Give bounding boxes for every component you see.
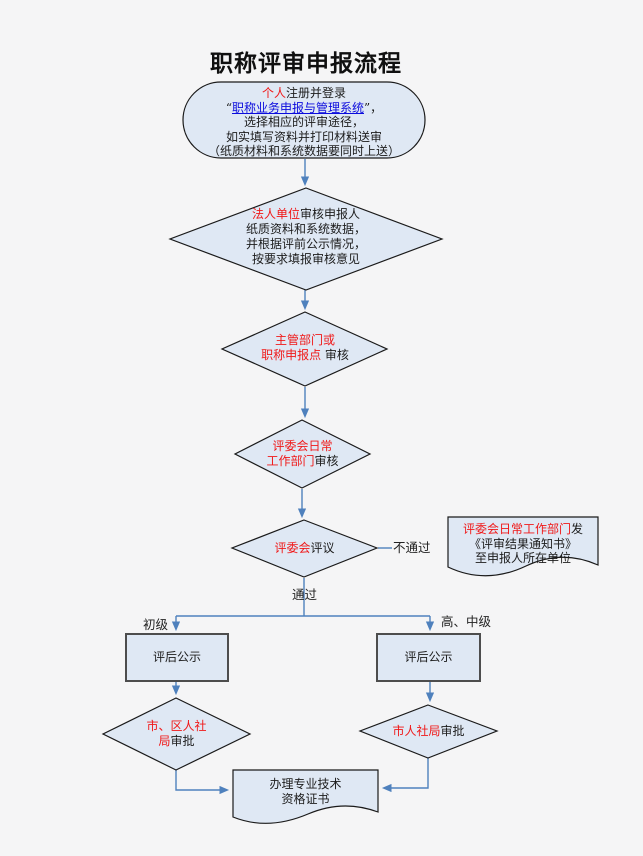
committee-actor: 评委会 xyxy=(274,541,311,555)
unit-actor: 法人单位 xyxy=(251,207,300,221)
notice-document-text: 评委会日常工作部门发 《评审结果通知书》 至申报人所在单位 xyxy=(448,522,598,566)
city-approval-text: 市人社局审批 xyxy=(360,724,497,739)
pass-label: 通过 xyxy=(292,587,318,602)
edge-city-to-cert xyxy=(381,758,429,793)
start-line-5: （纸质材料和系统数据要同时上送） xyxy=(207,144,400,158)
publicity-junior-rect xyxy=(125,633,229,682)
start-node-text: 个人注册并登录 “职称业务申报与管理系统”， 选择相应的评审途径， 如实填写资料… xyxy=(183,86,425,159)
unit-line-2: 纸质资料和系统数据， xyxy=(245,222,366,236)
junior-label: 初级 xyxy=(143,617,169,632)
committee-review-text: 评委会评议 xyxy=(232,541,377,556)
unit-line-1-rest: 审核申报人 xyxy=(300,207,361,221)
close-quote: ”， xyxy=(364,100,383,115)
committee-action: 评议 xyxy=(310,541,335,555)
city-approval-diamond xyxy=(358,704,499,759)
start-line-3: 选择相应的评审途径， xyxy=(243,115,364,129)
unit-review-diamond xyxy=(168,187,444,291)
district-line-1: 市、区人社 xyxy=(146,719,207,733)
notice-line-3: 至申报人所在单位 xyxy=(474,551,571,565)
office-action: 审核 xyxy=(314,454,339,468)
certificate-document-text: 办理专业技术 资格证书 xyxy=(233,777,378,807)
dept-action: 审核 xyxy=(321,348,349,362)
district-action: 审批 xyxy=(170,734,195,748)
district-approval-text: 市、区人社 局审批 xyxy=(103,719,250,749)
certificate-line-2: 资格证书 xyxy=(281,792,330,806)
notice-actor: 评委会日常工作部门 xyxy=(462,522,571,536)
city-actor: 市人社局 xyxy=(392,724,441,738)
committee-office-diamond xyxy=(233,419,372,489)
start-actor: 个人 xyxy=(261,86,286,100)
certificate-line-1: 办理专业技术 xyxy=(269,777,342,791)
notice-line-1: 评委会日常工作部门发 xyxy=(448,522,598,537)
publicity-senior-rect xyxy=(376,633,481,682)
fail-label: 不通过 xyxy=(393,540,431,555)
dept-line-1: 主管部门或 xyxy=(274,333,335,347)
dept-actor: 职称申报点 xyxy=(261,348,322,362)
notice-document-shape xyxy=(447,516,599,577)
dept-review-diamond xyxy=(220,311,389,387)
unit-line-3: 并根据评前公示情况， xyxy=(245,237,366,251)
notice-line-2: 《评审结果通知书》 xyxy=(468,536,577,551)
district-line-2: 局审批 xyxy=(103,734,250,749)
office-line-2: 工作部门审核 xyxy=(235,454,370,469)
start-line-1-rest: 注册并登录 xyxy=(286,86,347,100)
unit-line-4: 按要求填报审核意见 xyxy=(251,252,360,266)
certificate-document-shape xyxy=(232,769,379,824)
office-line-1: 评委会日常 xyxy=(272,439,333,453)
open-quote: “ xyxy=(225,100,232,115)
senior-mid-label: 高、中级 xyxy=(441,614,492,629)
notice-line-1-rest: 发 xyxy=(571,522,584,536)
city-action: 审批 xyxy=(440,724,465,738)
connectors xyxy=(171,159,435,795)
committee-review-diamond xyxy=(230,519,379,578)
start-node-shape xyxy=(182,81,426,159)
publicity-junior-text: 评后公示 xyxy=(152,650,201,664)
district-approval-diamond xyxy=(101,697,252,771)
committee-office-text: 评委会日常 工作部门审核 xyxy=(235,439,370,469)
page-title: 职称评审申报流程 xyxy=(210,50,402,77)
district-actor-tail: 局 xyxy=(158,734,171,748)
edge-district-to-cert xyxy=(175,770,230,795)
office-actor: 工作部门 xyxy=(266,454,315,468)
system-link[interactable]: 职称业务申报与管理系统 xyxy=(231,100,364,115)
start-line-4: 如实填写资料并打印材料送审 xyxy=(225,129,382,144)
start-line-1: 个人注册并登录 xyxy=(183,86,425,101)
publicity-senior-text: 评后公示 xyxy=(404,650,453,664)
dept-line-2: 职称申报点 审核 xyxy=(222,348,388,363)
start-line-2: “职称业务申报与管理系统”， xyxy=(183,101,425,116)
unit-line-1: 法人单位审核申报人 xyxy=(170,207,442,222)
unit-review-text: 法人单位审核申报人 纸质资料和系统数据， 并根据评前公示情况， 按要求填报审核意… xyxy=(170,207,442,267)
dept-review-text: 主管部门或 职称申报点 审核 xyxy=(222,333,388,363)
